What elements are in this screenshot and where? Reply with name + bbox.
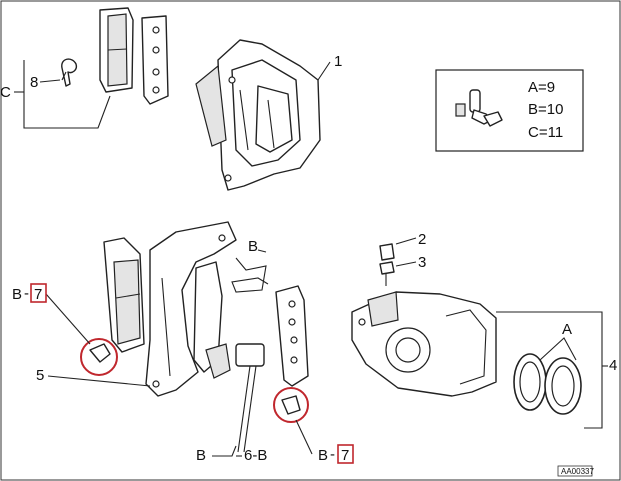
legend-b: B=10 xyxy=(528,101,563,118)
label-8: 8 xyxy=(30,74,38,91)
clip-guide xyxy=(193,261,231,379)
bracket-C xyxy=(23,60,111,129)
top-brake-pads xyxy=(99,7,169,105)
leader-5 xyxy=(47,375,151,387)
bleed-screw xyxy=(379,261,417,286)
leader-7-left xyxy=(45,293,91,345)
clip-part-7-right xyxy=(273,387,309,423)
piston-seal-inner xyxy=(513,353,547,411)
reference-code-box xyxy=(557,465,593,477)
label-B-right: B xyxy=(318,447,328,464)
label-6B: 6-B xyxy=(244,447,267,464)
box-7-right xyxy=(337,444,354,464)
leader-A xyxy=(539,337,577,361)
label-C: C xyxy=(0,84,11,101)
label-3: 3 xyxy=(418,254,426,271)
inner-brake-pad xyxy=(103,237,145,353)
highlight-circle-right xyxy=(273,387,309,423)
dash-right: - xyxy=(330,446,335,463)
leader-B-clip xyxy=(257,249,267,253)
leader-8 xyxy=(39,79,61,83)
legend-a: A=9 xyxy=(528,79,555,96)
label-1: 1 xyxy=(334,53,342,70)
bracket-4 xyxy=(496,311,603,429)
clip-part-7-left xyxy=(80,338,118,376)
leader-B-bottom xyxy=(212,445,237,457)
caliper-assembly-top xyxy=(195,39,321,191)
label-B-left: B xyxy=(12,286,22,303)
bleed-screw-cap xyxy=(379,237,417,261)
label-A: A xyxy=(562,321,572,338)
box-7-left xyxy=(30,283,47,303)
label-4: 4 xyxy=(609,357,617,374)
label-7-right: 7 xyxy=(341,447,349,464)
label-B-clip: B xyxy=(248,238,258,255)
legend-parts-icon xyxy=(455,89,503,127)
dust-boot-outer xyxy=(544,357,582,415)
legend-c: C=11 xyxy=(528,124,563,141)
reference-code: AA00337 xyxy=(561,467,594,476)
dash-left: - xyxy=(24,285,29,302)
caliper-body xyxy=(351,291,497,397)
guide-pin-boot xyxy=(235,343,265,453)
outer-brake-pad xyxy=(275,285,309,387)
spring-clip-B xyxy=(231,257,269,293)
leader-7-right xyxy=(295,419,313,455)
top-spring-clip xyxy=(61,58,78,87)
label-7-left: 7 xyxy=(34,286,42,303)
leader-1 xyxy=(317,61,331,81)
highlight-circle-left xyxy=(80,338,118,376)
label-5: 5 xyxy=(36,367,44,384)
label-B-bottom: B xyxy=(196,447,206,464)
label-2: 2 xyxy=(418,231,426,248)
legend-box: A=9 B=10 C=11 xyxy=(435,69,584,152)
